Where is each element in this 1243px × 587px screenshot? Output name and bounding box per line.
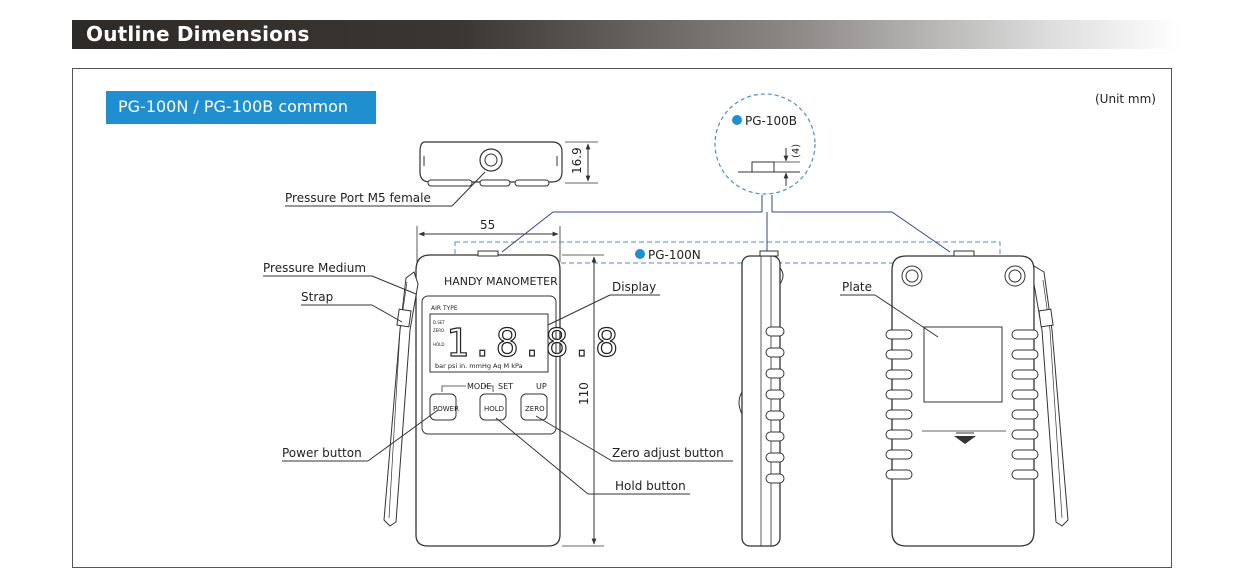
model-tag: PG-100N / PG-100B common bbox=[106, 91, 376, 124]
zero-key[interactable] bbox=[520, 393, 548, 421]
width-dimension: 55 bbox=[416, 218, 561, 262]
hold-button-label: Hold button bbox=[615, 479, 686, 493]
hold-key-label: HOLD bbox=[484, 405, 504, 413]
zero-adjust-button-label: Zero adjust button bbox=[612, 446, 724, 460]
tip-dimension: (4) bbox=[791, 144, 802, 158]
width-value: 55 bbox=[480, 218, 495, 232]
power-key[interactable] bbox=[429, 393, 457, 421]
pressure-medium-label: Pressure Medium bbox=[263, 261, 366, 275]
strap-label: Strap bbox=[301, 290, 333, 304]
height-value: 110 bbox=[577, 382, 591, 405]
set-text: SET bbox=[498, 382, 513, 391]
up-text: UP bbox=[536, 382, 547, 391]
display-label: Display bbox=[612, 280, 656, 294]
side-label-dset: D.SET bbox=[433, 320, 445, 325]
pressure-port-callout: Pressure Port M5 female bbox=[285, 171, 486, 207]
hold-key[interactable] bbox=[479, 393, 507, 421]
plate bbox=[923, 326, 1003, 403]
front-strap bbox=[383, 271, 419, 527]
side-label-hold: HOLD bbox=[433, 342, 444, 347]
air-type-text: AIR TYPE bbox=[431, 305, 458, 312]
pg100b-label: PG-100B bbox=[745, 114, 797, 128]
mode-text: MODE bbox=[467, 382, 491, 391]
side-label-zero: ZERO bbox=[433, 328, 444, 333]
model-tag-label: PG-100N / PG-100B common bbox=[118, 97, 348, 116]
top-view bbox=[419, 141, 563, 187]
back-strap bbox=[1033, 265, 1069, 527]
brand-text: HANDY MANOMETER bbox=[444, 275, 558, 288]
pg100n-label: PG-100N bbox=[648, 248, 701, 262]
pg100b-detail: PG-100B (4) bbox=[501, 93, 951, 253]
section-header: Outline Dimensions bbox=[72, 20, 1180, 49]
zero-key-label: ZERO bbox=[525, 405, 545, 413]
diagram-frame bbox=[72, 68, 1172, 568]
section-title: Outline Dimensions bbox=[86, 22, 310, 46]
height-dimension: 110 bbox=[562, 254, 604, 547]
plate-label: Plate bbox=[842, 280, 872, 294]
back-view-grips bbox=[885, 329, 1039, 480]
front-callouts: Pressure Medium Strap Display Power butt… bbox=[263, 261, 733, 495]
power-button-label: Power button bbox=[282, 446, 362, 460]
power-key-label: POWER bbox=[433, 405, 459, 413]
pressure-port-label: Pressure Port M5 female bbox=[285, 191, 431, 205]
units-row: bar psi in. mmHg Aq M kPa bbox=[435, 362, 523, 370]
unit-note: (Unit mm) bbox=[1095, 92, 1156, 106]
thickness-dimension: 16.9 bbox=[565, 141, 598, 184]
side-view-grips bbox=[765, 326, 785, 484]
back-view bbox=[891, 250, 1035, 547]
pg100n-region: PG-100N bbox=[454, 241, 1001, 264]
front-view: HANDY MANOMETER AIR TYPE D.SET ZERO HOLD… bbox=[415, 250, 620, 547]
plate-callout: Plate bbox=[840, 280, 939, 338]
digit-display: 1.8.8.8 bbox=[446, 321, 620, 365]
thickness-value: 16.9 bbox=[570, 147, 584, 174]
